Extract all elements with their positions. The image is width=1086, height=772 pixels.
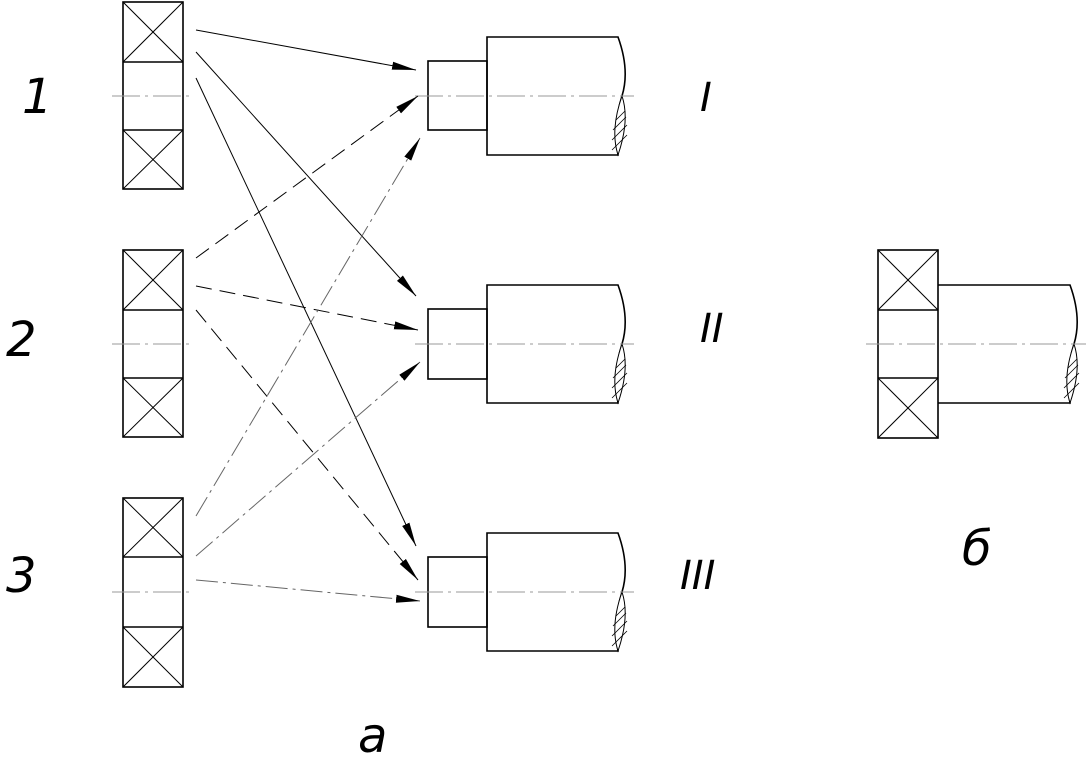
shaft-2	[415, 284, 634, 405]
label-shaft-2: II	[700, 306, 724, 352]
arrows-bearing-3	[195, 137, 421, 603]
arrows-bearing-1	[195, 29, 417, 547]
label-view-b: б	[962, 521, 992, 577]
label-bearing-3: 3	[6, 548, 37, 604]
arrows-bearing-2	[195, 95, 419, 581]
shaft-1	[415, 36, 634, 157]
shaft-3	[415, 532, 634, 653]
assembly-view	[866, 249, 1086, 439]
label-view-a: а	[358, 708, 387, 764]
bearing-3	[112, 497, 194, 688]
bearing-1	[112, 1, 194, 190]
bearing-2	[112, 249, 194, 438]
label-bearing-1: 1	[22, 69, 53, 125]
label-bearing-2: 2	[6, 312, 37, 368]
label-shaft-3: III	[680, 553, 715, 599]
label-shaft-1: I	[700, 75, 712, 121]
